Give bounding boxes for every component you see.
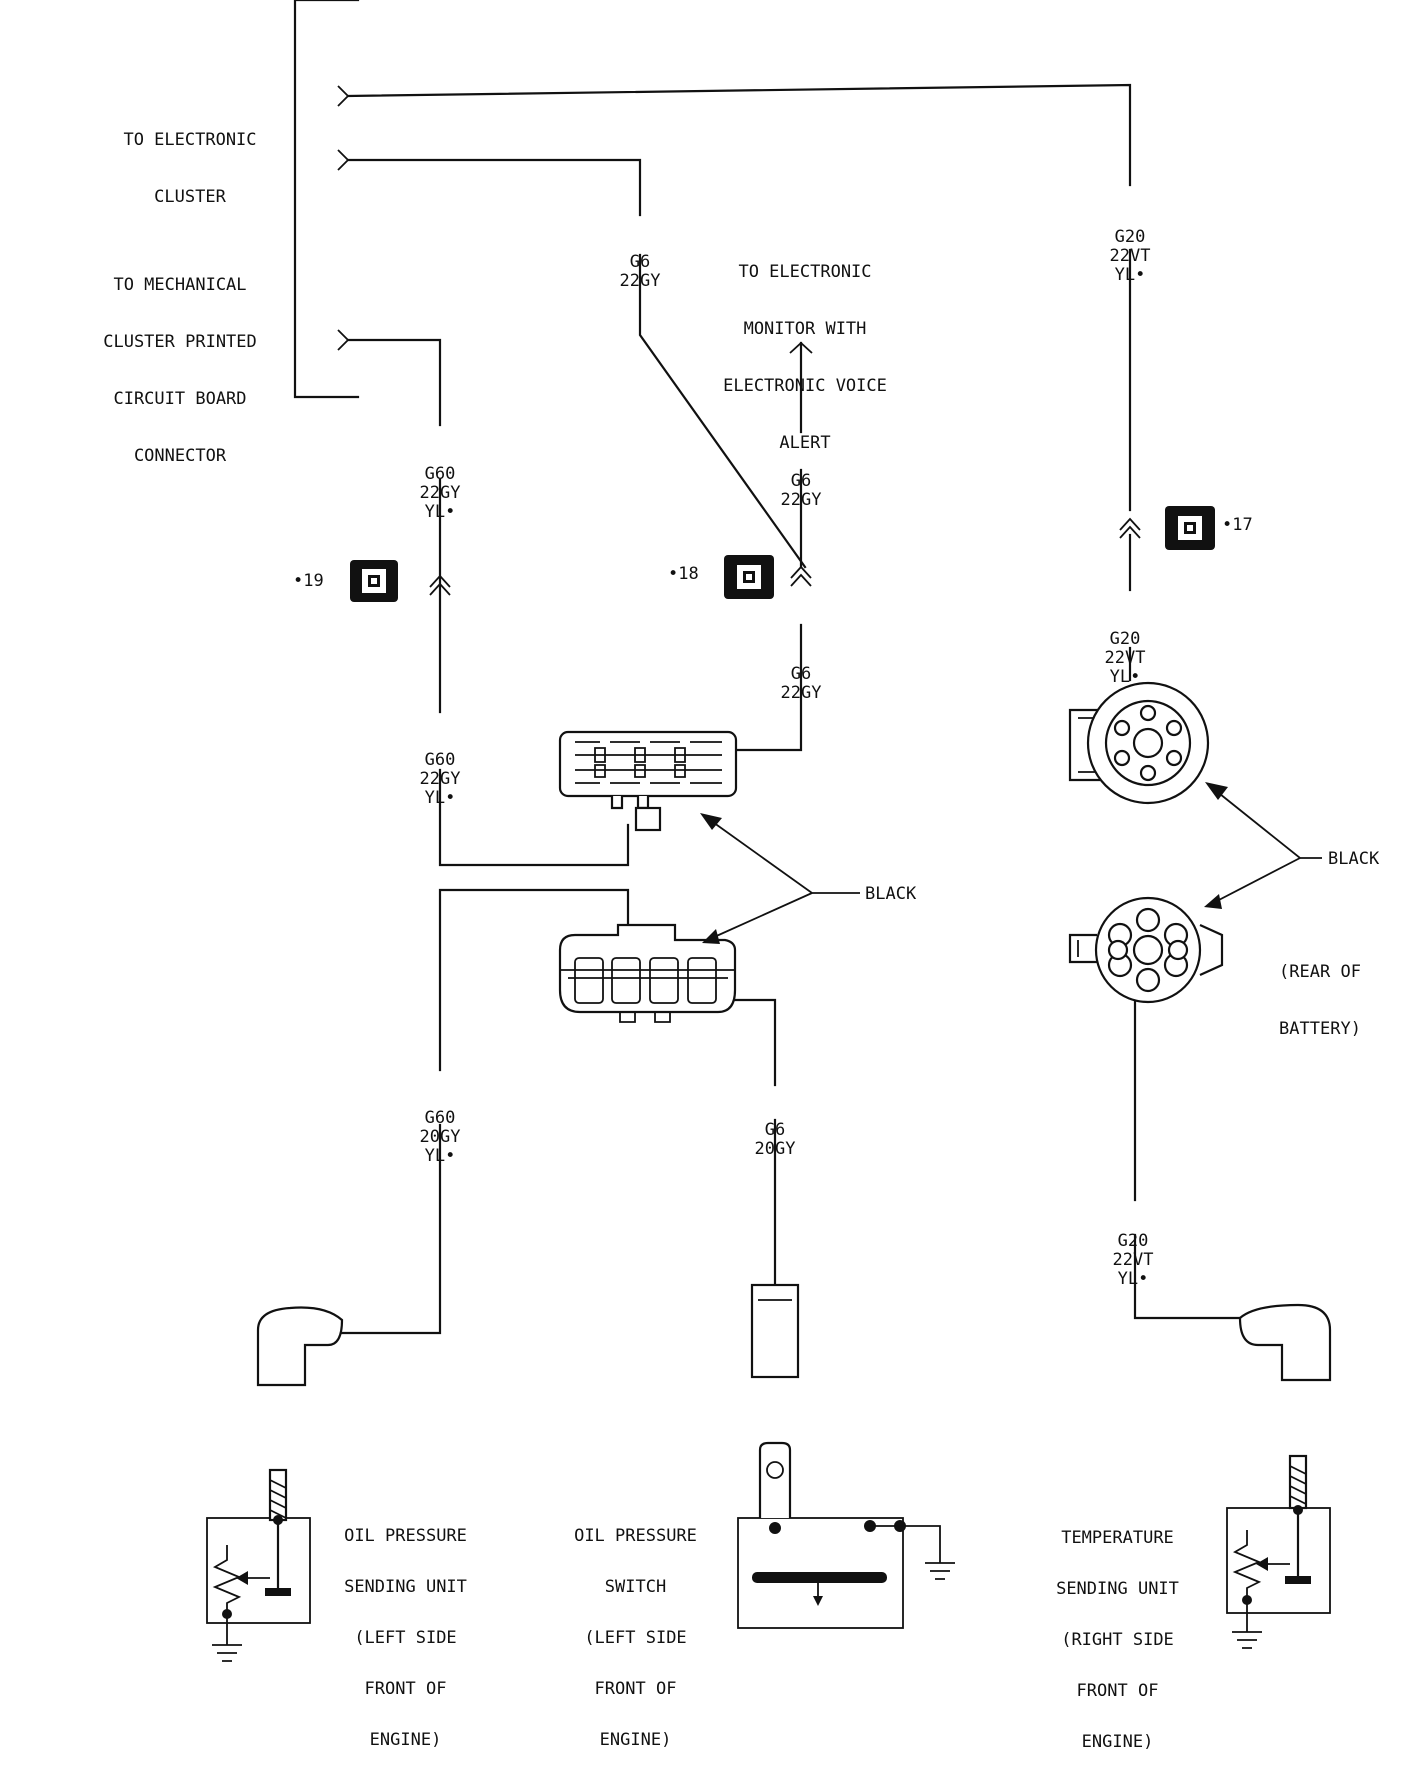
splice-number-17: •17 xyxy=(1222,515,1253,535)
wire-g20-top xyxy=(346,83,1132,187)
right-connector-lower xyxy=(1068,896,1224,1004)
label-black-right: BLACK xyxy=(1328,849,1380,869)
label-to-electronic-cluster: TO ELECTRONIC CLUSTER xyxy=(123,130,257,207)
black-pointer-center xyxy=(700,813,860,944)
label-temperature-sending-unit: TEMPERATURE SENDING UNIT (RIGHT SIDE FRO… xyxy=(1056,1528,1179,1752)
label-oil-pressure-sending-unit: OIL PRESSURE SENDING UNIT (LEFT SIDE FRO… xyxy=(344,1526,467,1750)
oil-pressure-switch-schematic xyxy=(737,1441,955,1629)
label-oil-pressure-switch: OIL PRESSURE SWITCH (LEFT SIDE FRONT OF … xyxy=(574,1526,697,1750)
connector-break-mechanical-cluster xyxy=(337,329,350,351)
temperature-sending-unit-schematic xyxy=(1226,1454,1331,1649)
black-pointer-right xyxy=(1204,782,1322,909)
wire-g60-lower-to-sender xyxy=(340,1123,442,1335)
label-black-center: BLACK xyxy=(865,884,917,904)
wire-g6-to-connector xyxy=(733,623,803,752)
wire-g60-lower-top xyxy=(438,888,630,1072)
cluster-bracket xyxy=(293,0,360,399)
wire-g6-from-cluster xyxy=(346,158,642,217)
splice-arrow-18 xyxy=(790,565,812,587)
wire-g6-lower xyxy=(733,998,777,1087)
center-connector-lower xyxy=(558,923,737,1023)
label-to-mechanical-cluster: TO MECHANICAL CLUSTER PRINTED CIRCUIT BO… xyxy=(103,275,257,466)
splice-number-18: •18 xyxy=(668,564,699,584)
splice-arrow-19 xyxy=(429,574,451,596)
splice-box-17 xyxy=(1165,506,1215,550)
temp-sender-plug xyxy=(1238,1303,1332,1382)
wire-g60-mid xyxy=(438,768,630,867)
oil-pressure-sending-unit-schematic xyxy=(206,1468,311,1662)
splice-box-18 xyxy=(724,555,774,599)
connector-break-electronic-cluster xyxy=(337,85,350,107)
wire-g60-top xyxy=(346,338,442,427)
label-rear-of-battery: (REAR OF BATTERY) xyxy=(1279,962,1361,1039)
connector-break-g6-cluster xyxy=(337,149,350,171)
center-connector-upper xyxy=(558,730,738,832)
oil-sender-plug xyxy=(256,1306,344,1387)
splice-box-19 xyxy=(350,560,398,602)
right-connector-upper xyxy=(1068,681,1210,805)
wire-g20-lower-to-sender xyxy=(1133,1233,1242,1320)
label-to-electronic-monitor: TO ELECTRONIC MONITOR WITH ELECTRONIC VO… xyxy=(723,262,887,453)
splice-arrow-17 xyxy=(1119,517,1141,539)
wiring-diagram xyxy=(206,0,1332,1662)
splice-number-19: •19 xyxy=(293,571,324,591)
oil-switch-plug xyxy=(750,1283,800,1379)
wire-g6-diagonal xyxy=(638,253,807,569)
